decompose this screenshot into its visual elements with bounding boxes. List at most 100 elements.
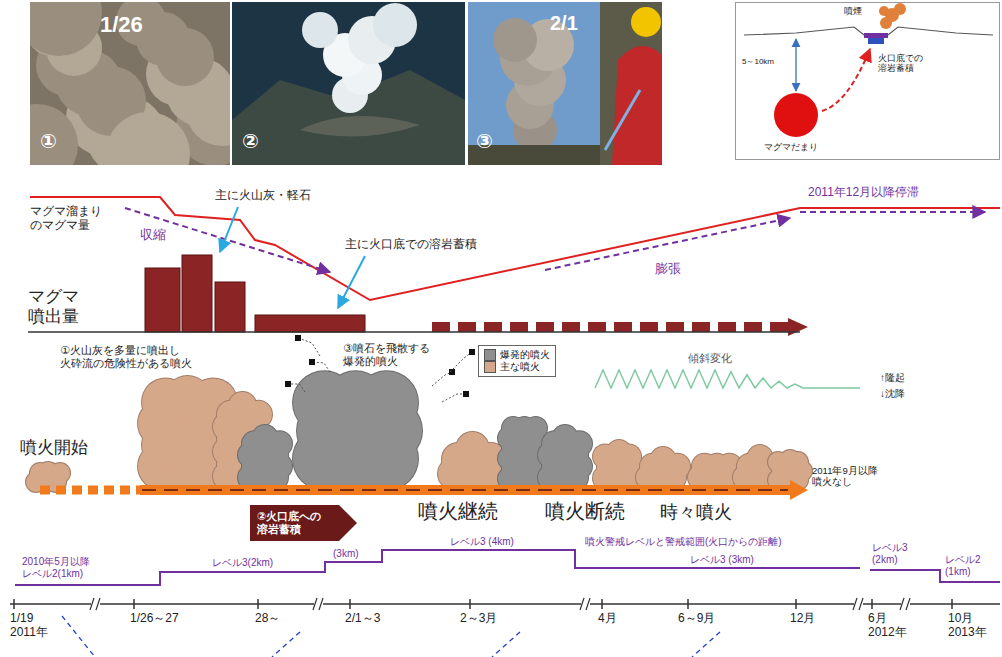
- red-jacket: [612, 46, 662, 165]
- tilt-line: [595, 370, 860, 388]
- output-dash: [484, 322, 502, 332]
- axis-tick: [871, 599, 873, 609]
- cloud-puff: [326, 374, 389, 437]
- cloud-puff: [253, 425, 278, 450]
- output-baseline: [28, 331, 800, 333]
- output-arrow-head: [788, 318, 808, 336]
- node-text: ②火口底への 溶岩蓄積: [257, 510, 332, 535]
- legend-swatch: [484, 349, 496, 361]
- output-dash: [666, 322, 684, 332]
- node-text: 火口底での 溶岩蓄積: [878, 53, 928, 74]
- eruption-cloud: [237, 424, 293, 491]
- ash-puff: [30, 104, 78, 165]
- diagram-label: レベル2 (1km): [945, 554, 993, 577]
- legend-item: 爆発的噴火: [484, 349, 550, 361]
- axis-break-gap: [854, 598, 863, 610]
- output-bar: [182, 255, 212, 332]
- diagram-label: (3km): [333, 548, 359, 560]
- leader-arrow: [338, 256, 365, 308]
- diagram-label: ③噴石を飛散する 爆発的噴火: [343, 342, 438, 367]
- instrument: [605, 90, 640, 150]
- output-dash: [458, 322, 476, 332]
- diagram-label: 傾斜変化: [688, 352, 732, 365]
- bomb-trail: [442, 394, 466, 402]
- photo-ash-cloud: [30, 2, 230, 165]
- lava-plug: [868, 38, 884, 44]
- plume-puff: [894, 3, 906, 15]
- axis-break: [900, 598, 904, 610]
- axis-break: [586, 598, 590, 610]
- axis-break-gap: [901, 598, 910, 610]
- output-dash: [614, 322, 632, 332]
- diagram-label: マグマ 噴出量: [28, 287, 88, 326]
- axis-tick: [349, 599, 351, 609]
- output-dash: [588, 322, 606, 332]
- legend-text: 爆発的噴火: [500, 349, 550, 361]
- node-text: 5～10km: [742, 57, 774, 66]
- node-text: ②: [242, 130, 259, 153]
- zoom-guide: [692, 632, 720, 657]
- node-text: ①: [40, 130, 57, 153]
- alert-level-line: [870, 570, 1000, 582]
- node-text: 2/1: [550, 12, 578, 35]
- volcanic-bomb: [309, 359, 315, 365]
- legend-box: 爆発的噴火主な噴火: [478, 345, 556, 377]
- axis-break: [319, 598, 323, 610]
- diagram-label: 2010年5月以降 レベル2(1km): [22, 556, 106, 579]
- output-dash: [718, 322, 736, 332]
- diagram-label: 噴火断続: [545, 500, 625, 523]
- diagram-label: ↑隆起: [880, 372, 905, 384]
- plume-puff: [493, 18, 537, 62]
- output-bar: [145, 268, 180, 332]
- cloud-puff: [553, 425, 578, 450]
- diagram-label: 12月: [790, 612, 815, 626]
- photo-panel: ②: [232, 2, 465, 165]
- photo-panel: 2/1 ③: [468, 2, 600, 165]
- photo-sky: [468, 2, 600, 165]
- photo-panel: 1/26①: [30, 2, 230, 165]
- eruption-cloud: [537, 424, 593, 491]
- volcanic-bomb: [295, 335, 301, 341]
- diagram-label: 2011年9月以降 噴火なし: [812, 466, 894, 488]
- diagram-label: 2/1～3: [345, 612, 380, 626]
- cloud-puff: [164, 376, 212, 424]
- cloud-puff: [229, 392, 257, 420]
- alert-level-line: [15, 550, 860, 585]
- output-dash: [536, 322, 554, 332]
- steam-puff: [302, 12, 338, 48]
- diagram-label: レベル3 (4km): [450, 536, 514, 548]
- output-bar: [215, 282, 245, 332]
- cloud-puff: [651, 447, 676, 472]
- diagram-label: 10月 2013年: [948, 612, 998, 640]
- node-text: 噴煙: [844, 6, 862, 16]
- diagram-label: 時々噴火: [660, 502, 732, 523]
- crater-floor: [300, 116, 420, 136]
- node-text: ③: [476, 130, 493, 153]
- diagram-label: 主に火口底での溶岩蓄積: [345, 238, 477, 252]
- axis-break: [859, 598, 863, 610]
- diagram-label: ①火山灰を多量に噴出し 火砕流の危険性がある噴火: [60, 344, 200, 369]
- diagram-label: 噴火警戒レベルと警戒範囲(火口からの距離): [585, 536, 782, 548]
- photo-crater: [232, 2, 465, 165]
- depth-line: [795, 39, 796, 91]
- lava-accumulation-arrow: ②火口底への 溶岩蓄積: [250, 505, 357, 541]
- diagram-label: レベル3 (2km): [872, 542, 920, 565]
- diagram-label: 主に火山灰・軽石: [215, 189, 311, 203]
- diagram-label: ↓沈降: [880, 388, 905, 400]
- contraction-arrow: [125, 208, 330, 272]
- diagram-label: 2～3月: [460, 612, 497, 626]
- volcanic-bomb: [469, 349, 475, 355]
- volcanic-bomb: [285, 381, 291, 387]
- axis-break: [96, 598, 100, 610]
- diagram-label: マグマ溜まり のマグマ量: [30, 205, 112, 233]
- axis-tick: [257, 599, 259, 609]
- lava-cap: [864, 33, 888, 38]
- diagram-label: 28～: [255, 612, 280, 626]
- ash-puff: [186, 74, 230, 146]
- output-dash: [432, 322, 450, 332]
- output-dash: [562, 322, 580, 332]
- diagram-label: レベル3(2km): [212, 557, 273, 569]
- diagram-label: 噴火開始: [20, 438, 88, 458]
- output-bar: [255, 315, 365, 332]
